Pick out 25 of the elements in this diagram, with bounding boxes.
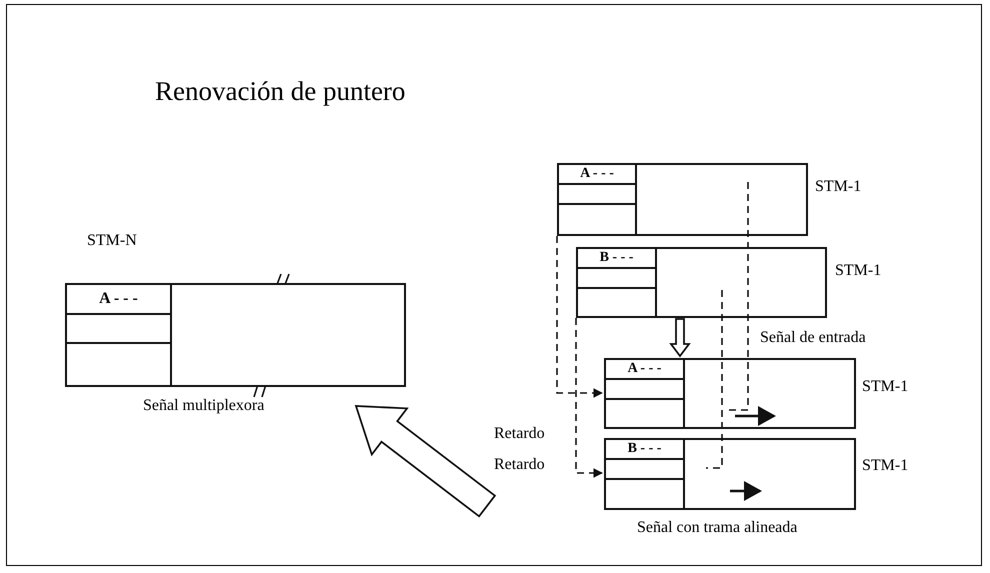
group-caption: Señal de entrada [760,329,866,347]
pointer-label: A - - - [99,291,138,307]
frame-box [557,163,808,236]
title: Renovación de puntero [155,76,406,107]
frame-box [604,358,856,429]
dashed-arrow [575,318,603,478]
dashed-arrow [556,236,603,398]
pointer-label: B - - - [628,442,662,456]
frame-caption: Señal multiplexora [143,397,264,415]
pointer-label: B - - - [600,251,634,265]
frame-caption: STM-1 [862,378,908,396]
pointer-label: A - - - [628,362,662,376]
edge-label: Retardo [494,425,545,443]
frame-caption: STM-1 [862,457,908,475]
frame-box [65,283,406,387]
frame-caption: STM-N [87,232,137,250]
hollow-arrow [354,405,496,518]
frame-box [604,438,856,510]
group-caption: Señal con trama alineada [637,519,798,537]
pointer-label: A - - - [580,167,614,181]
edge-label: Retardo [494,456,545,474]
frame-box [576,247,827,318]
hollow-arrow [669,318,691,358]
frame-caption: STM-1 [815,178,862,196]
frame-caption: STM-1 [835,262,882,280]
